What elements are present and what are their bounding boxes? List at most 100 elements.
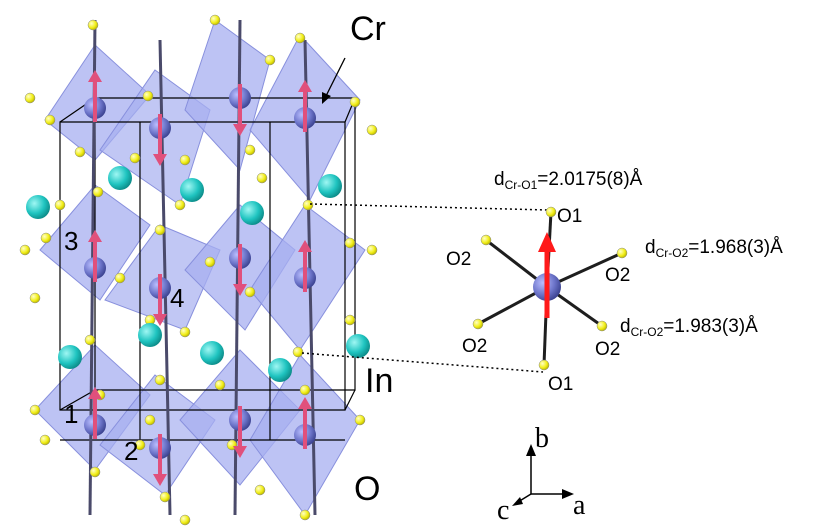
spin-arrow-head bbox=[538, 232, 556, 252]
o-atom bbox=[29, 292, 41, 304]
o-atom bbox=[344, 314, 356, 326]
o-atom bbox=[480, 234, 492, 246]
o-atom bbox=[54, 199, 66, 211]
o-atom bbox=[354, 414, 366, 426]
site-label-1: 1 bbox=[64, 399, 78, 429]
site-label-3: 3 bbox=[64, 226, 78, 256]
o-atom bbox=[29, 404, 41, 416]
o-atom bbox=[134, 439, 146, 451]
in-atom bbox=[58, 345, 82, 369]
isolated-octahedron bbox=[472, 206, 628, 371]
o-atom bbox=[214, 379, 226, 391]
o-atom bbox=[264, 54, 276, 66]
o-atom bbox=[44, 114, 56, 126]
in-label: In bbox=[365, 362, 393, 400]
in-atom bbox=[346, 334, 370, 358]
site-label-2: 2 bbox=[124, 436, 138, 466]
o-atom bbox=[40, 232, 52, 244]
o-atom bbox=[256, 172, 268, 184]
distance-cr-o2-a: dCr-O2=1.968(3)Å bbox=[645, 237, 783, 260]
o-label: O bbox=[354, 470, 380, 508]
o-atom bbox=[114, 272, 126, 284]
axis-a-label: a bbox=[573, 490, 586, 521]
o-atom bbox=[154, 374, 166, 386]
o-atom bbox=[179, 514, 191, 526]
spin-arrow-head bbox=[298, 397, 312, 409]
distance-cr-o2-b: dCr-O2=1.983(3)Å bbox=[620, 316, 758, 339]
o-atom bbox=[349, 96, 361, 108]
in-atom bbox=[138, 323, 162, 347]
o-atom bbox=[545, 206, 557, 218]
o-atom bbox=[92, 186, 104, 198]
o-atom bbox=[89, 466, 101, 478]
spin-arrow-head bbox=[153, 474, 167, 486]
o2-right-down-label: O2 bbox=[595, 339, 620, 360]
o-atom bbox=[616, 247, 628, 259]
o2-right-up-label: O2 bbox=[605, 265, 630, 286]
o-atom bbox=[538, 359, 550, 371]
o-atom bbox=[39, 434, 51, 446]
o-atom bbox=[179, 154, 191, 166]
spin-arrow-head bbox=[233, 124, 247, 136]
spin-arrows-layer bbox=[88, 70, 312, 486]
site-label-4: 4 bbox=[170, 283, 184, 313]
o-atom bbox=[19, 244, 31, 256]
in-atom bbox=[240, 201, 264, 225]
o-atom bbox=[159, 491, 171, 503]
o2-left-down-label: O2 bbox=[462, 336, 487, 357]
spin-arrow-head bbox=[88, 230, 102, 242]
spin-arrow-head bbox=[298, 80, 312, 92]
o-atom bbox=[87, 19, 99, 31]
o-atom bbox=[204, 256, 216, 268]
axis-b-label: b bbox=[535, 423, 549, 454]
o-atom bbox=[142, 90, 154, 102]
o-atom bbox=[366, 124, 378, 136]
in-atom bbox=[180, 178, 204, 202]
o-atom bbox=[244, 144, 256, 156]
o-atom bbox=[174, 199, 186, 211]
in-atom bbox=[318, 174, 342, 198]
o-atom bbox=[244, 286, 256, 298]
o-atom bbox=[299, 384, 311, 396]
o-atom bbox=[366, 244, 378, 256]
in-atom bbox=[108, 166, 132, 190]
o-atom bbox=[299, 509, 311, 521]
o-atom bbox=[596, 320, 608, 332]
o-atom bbox=[24, 92, 36, 104]
cr-pointer-line bbox=[325, 57, 346, 97]
octahedron bbox=[184, 19, 271, 172]
o1-top-label: O1 bbox=[557, 206, 582, 227]
in-atom bbox=[268, 358, 292, 382]
o-atom bbox=[129, 152, 141, 164]
o-atom bbox=[472, 318, 484, 330]
spin-arrow-head bbox=[88, 387, 102, 399]
o-atom bbox=[74, 146, 86, 158]
connector-top bbox=[309, 203, 549, 211]
o2-left-up-label: O2 bbox=[446, 249, 471, 270]
spin-arrow-head bbox=[233, 284, 247, 296]
o-atom bbox=[179, 326, 191, 338]
o-atom bbox=[84, 334, 96, 346]
cr-pointer-head bbox=[322, 92, 331, 104]
spin-arrow-head bbox=[153, 314, 167, 326]
o1-bottom-label: O1 bbox=[548, 374, 573, 395]
o-atom bbox=[144, 414, 156, 426]
connector-bottom bbox=[301, 352, 544, 373]
distance-cr-o1: dCr-O1=2.0175(8)Å bbox=[494, 169, 643, 192]
o-atom bbox=[254, 484, 266, 496]
cr-label: Cr bbox=[350, 10, 386, 48]
spin-arrow-head bbox=[233, 446, 247, 458]
o-atom bbox=[294, 32, 306, 44]
in-atom bbox=[200, 341, 224, 365]
axis-c-label: c bbox=[497, 495, 509, 526]
spin-arrow-head bbox=[153, 154, 167, 166]
in-atom bbox=[26, 195, 50, 219]
o-atom bbox=[209, 14, 221, 26]
axes-indicator bbox=[512, 444, 574, 506]
o-atom bbox=[292, 346, 304, 358]
spin-arrow-head bbox=[298, 240, 312, 252]
o-atom bbox=[344, 237, 356, 249]
o-atom bbox=[154, 224, 166, 236]
o-atom bbox=[302, 199, 314, 211]
